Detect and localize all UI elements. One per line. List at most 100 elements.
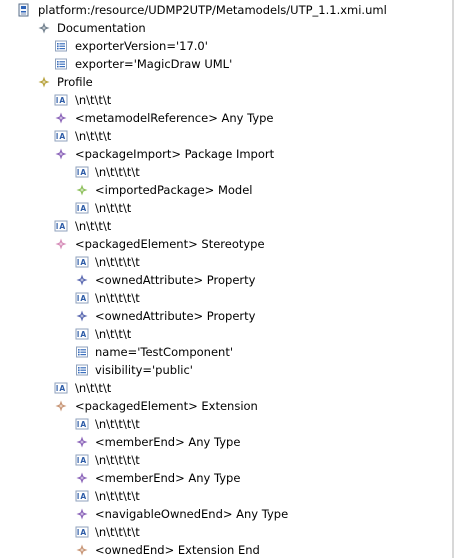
tree-item-label: visibility='public'	[95, 363, 193, 377]
diamond-purple-icon	[54, 111, 68, 125]
tree-root-item[interactable]: platform:/resource/UDMP2UTP/Metamodels/U…	[0, 1, 450, 19]
text-node-icon: A	[75, 417, 89, 431]
tree-item-label: <metamodelReference> Any Type	[75, 111, 274, 125]
uml-resource-icon	[17, 3, 31, 17]
tree-item-label: \n\t\t\t\t	[95, 165, 140, 179]
text-node-icon: A	[75, 201, 89, 215]
tree-item-metamodel-reference[interactable]: <metamodelReference> Any Type	[0, 109, 440, 127]
tree-item-documentation[interactable]: Documentation	[0, 19, 440, 37]
svg-text:A: A	[80, 258, 86, 267]
tree-item-packaged-element[interactable]: <packagedElement> Extension	[0, 397, 440, 415]
svg-text:A: A	[80, 294, 86, 303]
tree-item-label: <memberEnd> Any Type	[95, 471, 241, 485]
tree-item-label: <memberEnd> Any Type	[95, 435, 241, 449]
tree-item-whitespace-text[interactable]: A \n\t\t\t\t	[0, 163, 440, 181]
tree-item-label: \n\t\t\t	[95, 327, 132, 341]
tree-item-packaged-element[interactable]: <packagedElement> Stereotype	[0, 235, 440, 253]
svg-text:A: A	[59, 132, 65, 141]
tree-item-label: <ownedEnd> Extension End	[95, 543, 260, 557]
tree-item-label: Documentation	[57, 21, 146, 35]
text-node-icon: A	[75, 489, 89, 503]
tree-item-label: <packagedElement> Stereotype	[75, 237, 265, 251]
diamond-purple-icon	[75, 435, 89, 449]
tree-item-whitespace-text[interactable]: A \n\t\t\t	[0, 199, 440, 217]
tree-item-package-import[interactable]: <packageImport> Package Import	[0, 145, 440, 163]
tree-item-whitespace-text[interactable]: A \n\t\t\t	[0, 325, 440, 343]
text-node-icon: A	[54, 381, 68, 395]
diamond-purple-icon	[54, 147, 68, 161]
tree-item-label: \n\t\t\t\t	[95, 417, 140, 431]
tree-item-label: exporterVersion='17.0'	[75, 39, 208, 53]
tree-item-label: <navigableOwnedEnd> Any Type	[95, 507, 289, 521]
tree-item-label: <ownedAttribute> Property	[95, 273, 256, 287]
tree-item-whitespace-text[interactable]: A \n\t\t\t\t	[0, 451, 440, 469]
tree-item-navigable-owned-end[interactable]: <navigableOwnedEnd> Any Type	[0, 505, 440, 523]
text-node-icon: A	[75, 255, 89, 269]
tree-item-profile[interactable]: Profile	[0, 73, 440, 91]
svg-text:A: A	[80, 204, 86, 213]
diamond-blue-icon	[75, 273, 89, 287]
tree-item-label: \n\t\t\t\t	[95, 291, 140, 305]
tree-item-label: <importedPackage> Model	[95, 183, 253, 197]
tree-root-label: platform:/resource/UDMP2UTP/Metamodels/U…	[38, 3, 387, 17]
diamond-pink-icon	[54, 237, 68, 251]
tree-item-label: \n\t\t\t\t	[95, 525, 140, 539]
diamond-purple-icon	[75, 507, 89, 521]
tree-item-whitespace-text[interactable]: A \n\t\t\t\t	[0, 487, 440, 505]
diamond-tan-icon	[54, 399, 68, 413]
tree-item-whitespace-text[interactable]: A\n\t\t\t	[0, 91, 440, 109]
text-node-icon: A	[54, 219, 68, 233]
panel-border	[452, 0, 454, 558]
tree-item-exporter[interactable]: exporter='MagicDraw UML'	[0, 55, 440, 73]
svg-text:A: A	[59, 384, 65, 393]
attribute-icon	[54, 57, 68, 71]
svg-text:A: A	[80, 528, 86, 537]
tree-item-whitespace-text[interactable]: A \n\t\t\t\t	[0, 253, 440, 271]
tree-item-label: \n\t\t\t\t	[95, 255, 140, 269]
diamond-purple-icon	[75, 471, 89, 485]
tree-item-member-end[interactable]: <memberEnd> Any Type	[0, 469, 440, 487]
svg-text:A: A	[80, 420, 86, 429]
tree-item-whitespace-text[interactable]: A \n\t\t\t\t	[0, 415, 440, 433]
tree-item-imported-package[interactable]: <importedPackage> Model	[0, 181, 440, 199]
tree-item-owned-attribute[interactable]: <ownedAttribute> Property	[0, 271, 440, 289]
tree-item-whitespace-text[interactable]: A \n\t\t\t\t	[0, 289, 440, 307]
tree-item-label: \n\t\t\t	[75, 219, 112, 233]
tree-item-label: \n\t\t\t\t	[95, 489, 140, 503]
text-node-icon: A	[75, 453, 89, 467]
tree-item-whitespace-text[interactable]: A\n\t\t\t	[0, 127, 440, 145]
svg-text:A: A	[80, 330, 86, 339]
tree-item-owned-attribute[interactable]: <ownedAttribute> Property	[0, 307, 440, 325]
tree-item-label: \n\t\t\t	[75, 381, 112, 395]
tree-item-exporter-version[interactable]: exporterVersion='17.0'	[0, 37, 440, 55]
tree-item-label: <ownedAttribute> Property	[95, 309, 256, 323]
tree-item-name[interactable]: name='TestComponent'	[0, 343, 440, 361]
attribute-icon	[75, 345, 89, 359]
attribute-icon	[75, 363, 89, 377]
tree-item-label: <packageImport> Package Import	[75, 147, 275, 161]
diamond-blue-icon	[75, 309, 89, 323]
svg-text:A: A	[59, 96, 65, 105]
svg-text:A: A	[80, 456, 86, 465]
tree-item-label: Profile	[57, 75, 93, 89]
tree-item-whitespace-text[interactable]: A \n\t\t\t	[0, 379, 440, 397]
tree-item-whitespace-text[interactable]: A \n\t\t\t\t	[0, 523, 440, 541]
tree-item-whitespace-text[interactable]: A \n\t\t\t	[0, 217, 440, 235]
svg-text:A: A	[80, 492, 86, 501]
tree-item-label: name='TestComponent'	[95, 345, 233, 359]
tree-item-label: \n\t\t\t	[95, 201, 132, 215]
svg-text:A: A	[59, 222, 65, 231]
tree-item-member-end[interactable]: <memberEnd> Any Type	[0, 433, 440, 451]
text-node-icon: A	[54, 93, 68, 107]
diamond-green-icon	[75, 183, 89, 197]
tree-item-label: \n\t\t\t\t	[95, 453, 140, 467]
tree-item-visibility[interactable]: visibility='public'	[0, 361, 440, 379]
text-node-icon: A	[75, 327, 89, 341]
tree-item-label: <packagedElement> Extension	[75, 399, 258, 413]
text-node-icon: A	[75, 525, 89, 539]
diamond-olive-icon	[37, 75, 51, 89]
tree-item-owned-end[interactable]: <ownedEnd> Extension End	[0, 541, 440, 559]
svg-text:A: A	[80, 168, 86, 177]
attribute-icon	[54, 39, 68, 53]
